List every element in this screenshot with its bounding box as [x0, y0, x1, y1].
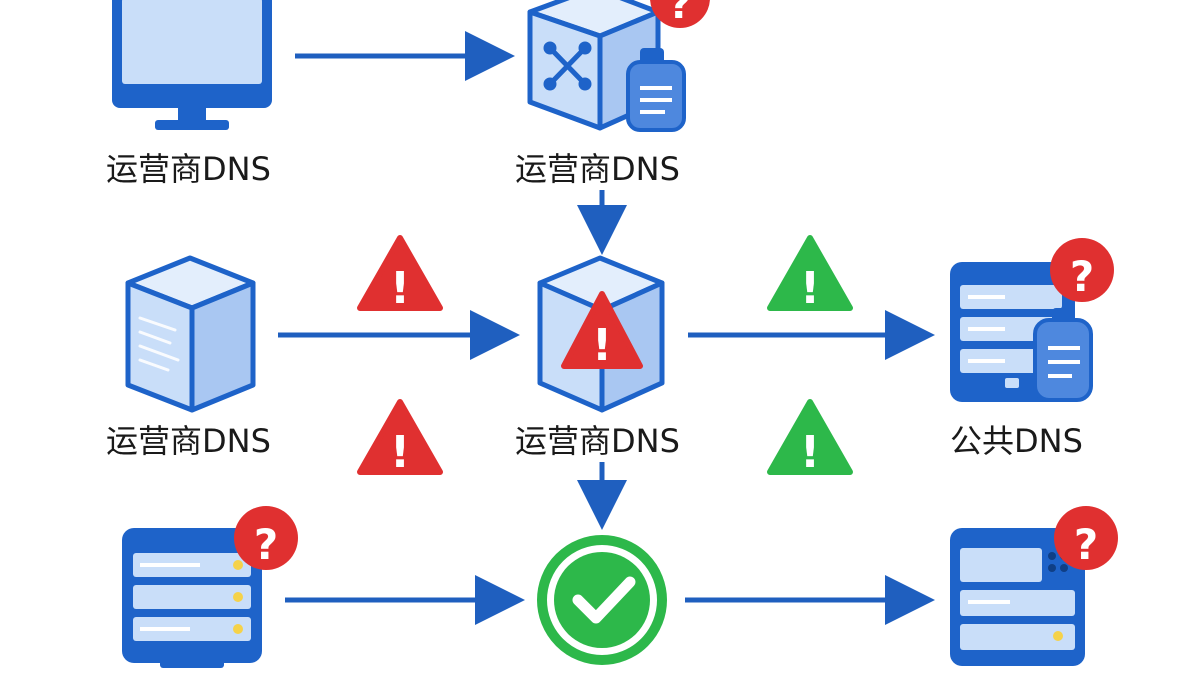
server-bottom-left-icon	[122, 528, 262, 668]
label-box-top: 运营商DNS	[515, 150, 680, 188]
label-box-center: 运营商DNS	[515, 422, 680, 460]
question-mark: ?	[668, 0, 691, 28]
check-circle-icon	[537, 535, 667, 665]
server-bottom-right-icon	[950, 528, 1085, 666]
box-left-icon	[125, 255, 256, 413]
lock-icon	[626, 48, 686, 132]
label-server-right: 公共DNS	[950, 422, 1083, 460]
arrows	[278, 31, 935, 625]
lock-right-icon	[1033, 308, 1093, 402]
exclamation-mark: !	[390, 263, 410, 314]
question-badge-icon: ?	[650, 0, 710, 28]
label-monitor: 运营商DNS	[106, 150, 271, 188]
exclamation-mark: !	[592, 320, 612, 371]
network-x-icon	[543, 41, 592, 91]
warning-red-bottom-icon: !	[357, 399, 443, 478]
exclamation-mark: !	[800, 427, 820, 478]
exclamation-mark: !	[390, 427, 410, 478]
warning-center-icon: !	[561, 291, 643, 371]
question-mark: ?	[254, 520, 278, 569]
label-box-left: 运营商DNS	[106, 422, 271, 460]
question-badge-right-icon: ?	[1050, 238, 1114, 302]
warning-red-top-icon: !	[357, 235, 443, 314]
question-badge-bottom-right-icon: ?	[1054, 506, 1118, 570]
warning-green-bottom-icon: !	[767, 399, 853, 478]
question-mark: ?	[1074, 520, 1098, 569]
exclamation-mark: !	[800, 263, 820, 314]
question-mark: ?	[1070, 252, 1094, 301]
monitor-icon	[112, 0, 272, 130]
question-badge-bottom-left-icon: ?	[234, 506, 298, 570]
warning-green-top-icon: !	[767, 235, 853, 314]
